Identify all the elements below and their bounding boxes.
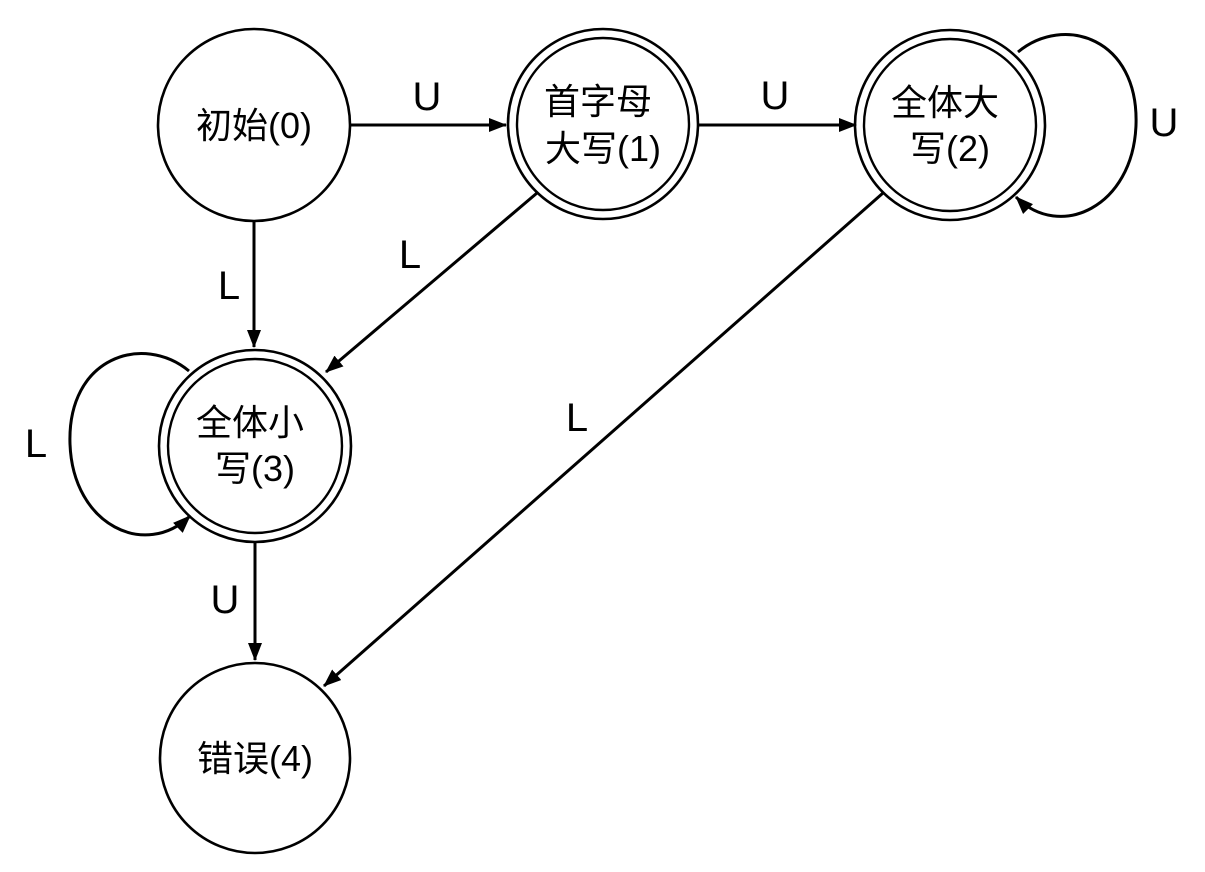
- state-node-3: 全体小 写(3): [157, 348, 353, 544]
- transition-2-4: [323, 191, 884, 688]
- transitions-layer: U U U L L L U L: [25, 33, 1179, 688]
- transition-label-1-3: L: [399, 233, 421, 277]
- transition-label-2-4: L: [566, 396, 588, 440]
- state-node-2: 全体大 写(2): [853, 28, 1047, 222]
- state-inner-circle-3: [166, 357, 344, 535]
- transition-label-3-3: L: [25, 422, 47, 466]
- state-label-1-line-1: 首字母: [544, 81, 652, 122]
- state-node-0: 初始(0): [156, 27, 352, 223]
- state-label-4: 错误(4): [197, 738, 313, 779]
- transition-label-3-4: U: [211, 578, 240, 622]
- transition-label-2-2: U: [1150, 101, 1179, 145]
- state-node-1: 首字母 大写(1): [506, 27, 700, 221]
- transition-1-3: [325, 191, 538, 374]
- state-label-0: 初始(0): [196, 105, 312, 146]
- transition-label-0-3: L: [218, 264, 240, 308]
- state-label-2-line-2: 写(2): [910, 128, 990, 169]
- state-circle-2: [853, 28, 1047, 222]
- state-label-0-line-1: 初始(0): [196, 105, 312, 146]
- transition-3-3-self-loop: [68, 352, 192, 537]
- state-label-1-line-2: 大写(1): [545, 128, 661, 169]
- transition-2-2-self-loop: [1014, 33, 1138, 218]
- state-circle-1: [506, 27, 700, 221]
- state-label-3-line-2: 写(3): [215, 448, 295, 489]
- state-label-2-line-1: 全体大: [891, 82, 999, 123]
- state-label-1: 首字母 大写(1): [544, 81, 662, 169]
- state-label-3: 全体小 写(3): [196, 402, 314, 489]
- state-label-2: 全体大 写(2): [891, 82, 1009, 169]
- state-label-4-line-1: 错误(4): [197, 738, 313, 779]
- transition-label-1-2: U: [761, 74, 790, 118]
- state-node-4: 错误(4): [158, 661, 352, 855]
- transition-label-0-1: U: [413, 75, 442, 119]
- state-inner-circle-2: [862, 37, 1038, 213]
- state-circle-3: [157, 348, 353, 544]
- state-inner-circle-1: [515, 36, 691, 212]
- state-label-3-line-1: 全体小: [196, 402, 304, 443]
- state-circle-4: [158, 661, 352, 855]
